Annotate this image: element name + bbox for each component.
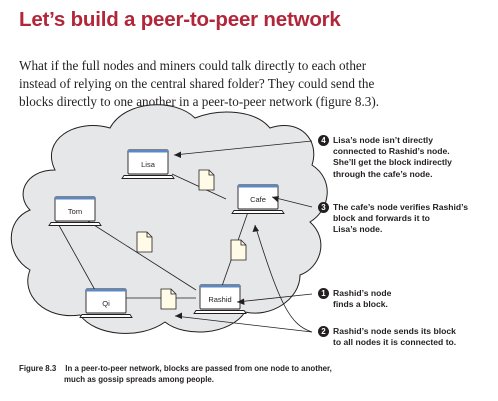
- caption-text: much as gossip spreads among people.: [64, 374, 214, 384]
- leader-3: [271, 196, 313, 208]
- callout-number: 2: [318, 326, 329, 337]
- caption-text: In a peer-to-peer network, blocks are pa…: [65, 364, 332, 373]
- tom-label: Tom: [68, 207, 82, 216]
- block-document-icon: [230, 239, 247, 261]
- intro-line: What if the full nodes and miners could …: [19, 58, 367, 73]
- callout-line: Rashid’s node: [333, 288, 392, 298]
- intro-paragraph: What if the full nodes and miners could …: [19, 57, 489, 112]
- callout-2: 2 Rashid’s node sends its block to all n…: [318, 326, 457, 348]
- network-cloud: [10, 104, 328, 334]
- qi-label: Qi: [102, 299, 110, 308]
- callout-line: Rashid’s node sends its block: [333, 326, 456, 336]
- lisa-label: Lisa: [141, 160, 156, 169]
- callout-line: Lisa’s node.: [333, 224, 383, 235]
- callout-line: to all nodes it is connected to.: [333, 337, 457, 348]
- block-document-icon: [136, 231, 153, 253]
- figure-caption: Figure 8.3 In a peer-to-peer network, blo…: [19, 364, 332, 385]
- callout-line: connected to Rashid’s node.: [333, 146, 450, 157]
- block-document-icon: [198, 169, 215, 191]
- callout-number: 1: [318, 288, 329, 299]
- callout-line: finds a block.: [333, 299, 388, 310]
- block-document-icon: [160, 288, 177, 310]
- intro-line: blocks directly to one another in a peer…: [19, 94, 380, 110]
- leader-1: [236, 293, 313, 303]
- cafe-label: Cafe: [250, 195, 266, 204]
- callout-3: 3 The cafe’s node verifies Rashid’s bloc…: [318, 202, 469, 236]
- leader-2a: [254, 224, 313, 333]
- callout-line: The cafe’s node verifies Rashid’s: [333, 202, 469, 212]
- page-heading: Let’s build a peer-to-peer network: [19, 8, 341, 31]
- callout-line: block and forwards it to: [333, 213, 430, 224]
- callout-line: through the cafe’s node.: [333, 168, 433, 179]
- leader-2b: [174, 315, 313, 333]
- callout-line: Lisa’s node isn’t directly: [333, 135, 433, 145]
- callout-line: She’ll get the block indirectly: [333, 157, 452, 168]
- callout-number: 3: [318, 202, 329, 213]
- leader-4: [173, 140, 313, 156]
- callout-number: 4: [318, 135, 329, 146]
- intro-line: instead of relying on the central shared…: [19, 76, 375, 92]
- callout-1: 1 Rashid’s node finds a block.: [318, 288, 392, 310]
- callout-4: 4 Lisa’s node isn’t directly connected t…: [318, 135, 452, 180]
- figure-label: Figure 8.3: [19, 364, 57, 373]
- rashid-label: Rashid: [208, 295, 231, 304]
